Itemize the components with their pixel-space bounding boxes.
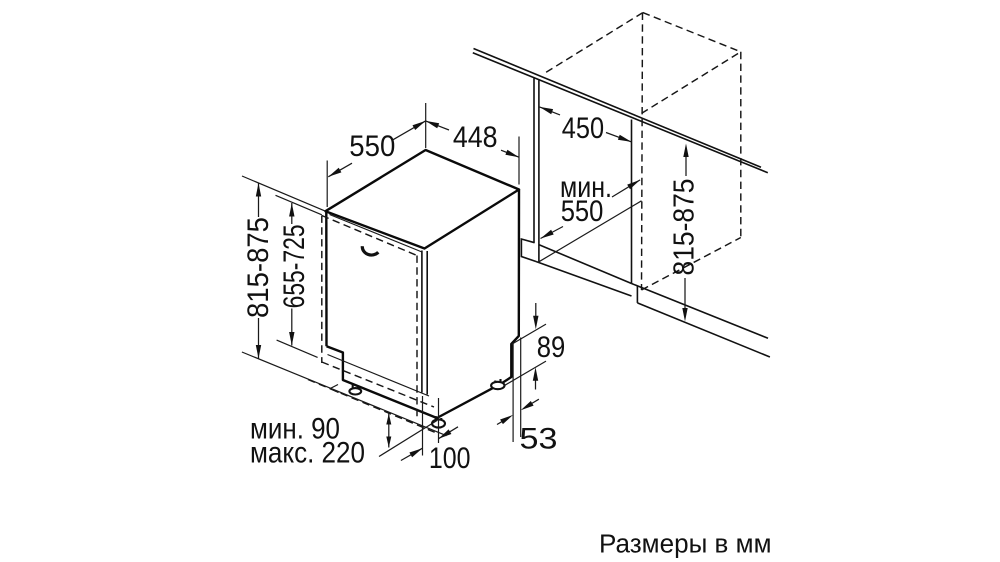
svg-text:мин. 90: мин. 90 <box>250 413 340 446</box>
svg-text:550: 550 <box>349 130 395 163</box>
svg-text:655-725: 655-725 <box>278 224 311 308</box>
svg-text:53: 53 <box>520 423 558 456</box>
svg-text:макс. 220: макс. 220 <box>250 437 365 470</box>
svg-text:Размеры в мм: Размеры в мм <box>599 531 772 559</box>
svg-text:448: 448 <box>453 121 498 154</box>
svg-text:550: 550 <box>561 195 604 228</box>
svg-text:89: 89 <box>537 331 566 364</box>
svg-text:815-875: 815-875 <box>242 217 275 318</box>
svg-text:100: 100 <box>429 442 471 475</box>
svg-text:450: 450 <box>562 112 604 145</box>
svg-text:мин.: мин. <box>560 171 612 204</box>
svg-text:815-875: 815-875 <box>669 179 701 276</box>
